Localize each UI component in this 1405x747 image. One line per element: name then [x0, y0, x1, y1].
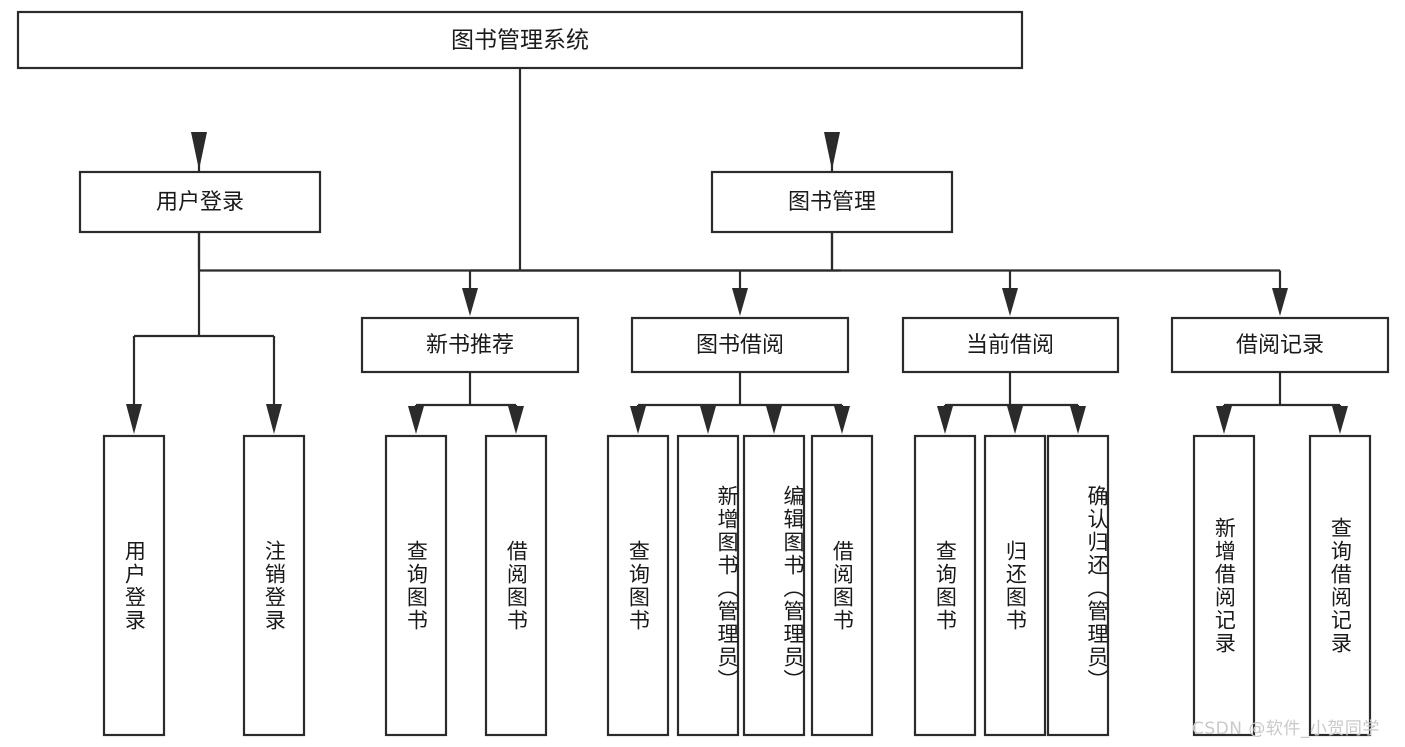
node-book-borrow[interactable]: 图书借阅 — [630, 316, 850, 374]
leaf-borrow-book-box[interactable] — [810, 434, 874, 737]
node-new-book-recommend-box[interactable] — [360, 316, 580, 374]
arrow-head-leaf-return-book — [1007, 406, 1023, 434]
node-root[interactable]: 图书管理系统 — [16, 10, 1024, 70]
leaf-edit-book-admin-box[interactable] — [742, 434, 806, 737]
arrow-head-leaf-confirm-return-admin — [1070, 406, 1086, 434]
node-book-management-box[interactable] — [710, 170, 954, 234]
leaf-confirm-return-admin-box[interactable] — [1046, 434, 1110, 737]
arrow-head-leaf-add-book-admin — [700, 406, 716, 434]
leaf-add-borrow-record-box[interactable] — [1192, 434, 1256, 737]
leaf-query-book-current-box[interactable] — [913, 434, 977, 737]
node-root-box[interactable] — [16, 10, 1024, 70]
node-user-login-box[interactable] — [78, 170, 322, 234]
connector-group-current-to-leaves — [937, 372, 1086, 434]
leaf-query-book-borrow-box[interactable] — [606, 434, 670, 737]
node-book-management[interactable]: 图书管理 — [710, 170, 954, 234]
node-user-login-label: 用户登录 — [156, 190, 244, 215]
arrow-head-leaf-logout — [266, 404, 282, 434]
leaf-add-book-admin-box[interactable] — [676, 434, 740, 737]
arrow-head-leaf-query-book-recommend — [408, 406, 424, 434]
node-book-borrow-box[interactable] — [630, 316, 850, 374]
arrow-head-user-login — [191, 132, 207, 170]
arrow-head-leaf-borrow-book — [834, 406, 850, 434]
leaf-logout-box[interactable] — [242, 434, 306, 737]
connector-group-bookmgmt-to-level2 — [462, 232, 1288, 316]
connector-group-root-to-level1 — [191, 68, 841, 272]
arrow-head-leaf-query-book-borrow — [630, 406, 646, 434]
node-borrow-record-box[interactable] — [1170, 316, 1390, 374]
node-new-book-recommend[interactable]: 新书推荐 — [360, 316, 580, 374]
connector-group-recommend-to-leaves — [408, 372, 524, 434]
arrow-head-borrow-record — [1272, 288, 1288, 316]
arrow-head-leaf-borrow-book-recommend — [508, 406, 524, 434]
node-current-borrow-box[interactable] — [901, 316, 1120, 374]
leaf-query-borrow-record-box[interactable] — [1308, 434, 1372, 737]
node-book-management-label: 图书管理 — [788, 190, 876, 215]
leaf-query-book-recommend-box[interactable] — [384, 434, 448, 737]
node-book-borrow-label: 图书借阅 — [696, 333, 784, 358]
arrow-head-leaf-edit-book-admin — [766, 406, 782, 434]
watermark-text: CSDN @软件_小贺同学 — [1192, 719, 1380, 739]
node-current-borrow-label: 当前借阅 — [966, 333, 1054, 358]
node-current-borrow[interactable]: 当前借阅 — [901, 316, 1120, 374]
arrow-head-book-management — [824, 132, 840, 170]
arrow-head-leaf-add-borrow-record — [1216, 406, 1232, 434]
node-borrow-record-label: 借阅记录 — [1236, 333, 1324, 358]
leaf-borrow-book-recommend-box[interactable] — [484, 434, 548, 737]
node-new-book-recommend-label: 新书推荐 — [426, 333, 514, 358]
connector-group-userlogin-to-leaves — [126, 232, 282, 434]
leaf-user-login-box[interactable] — [102, 434, 166, 737]
node-user-login[interactable]: 用户登录 — [78, 170, 322, 234]
leaf-return-book-box[interactable] — [983, 434, 1047, 737]
arrow-head-leaf-query-borrow-record — [1332, 406, 1348, 434]
connector-group-borrow-to-leaves — [630, 372, 850, 434]
node-root-label: 图书管理系统 — [451, 28, 589, 54]
arrow-head-leaf-user-login — [126, 404, 142, 434]
arrow-head-current-borrow — [1002, 288, 1018, 316]
arrow-head-book-borrow — [732, 288, 748, 316]
connector-group-record-to-leaves — [1216, 372, 1348, 434]
arrow-head-leaf-query-book-current — [937, 406, 953, 434]
arrow-head-new-book-recommend — [462, 288, 478, 316]
leaf-boxes — [102, 434, 1372, 737]
node-borrow-record[interactable]: 借阅记录 — [1170, 316, 1390, 374]
